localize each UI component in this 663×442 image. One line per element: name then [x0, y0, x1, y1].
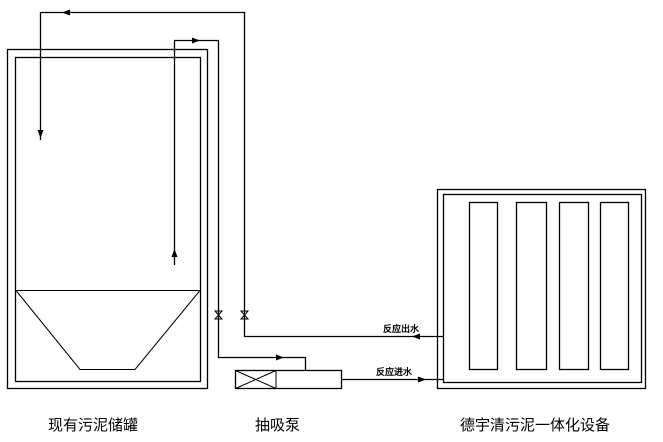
pump-label: 抽吸泵: [255, 416, 301, 434]
arrow-left-icon: [412, 333, 420, 340]
reaction-outlet-label: 反应出水: [383, 325, 420, 335]
arrow-down-icon: [37, 130, 44, 138]
integrated-sludge-equipment: [436, 188, 647, 390]
arrow-right-icon: [418, 376, 426, 383]
tank-hopper: [15, 290, 201, 370]
arrow-right-icon: [276, 354, 284, 361]
equipment-label: 德宇清污泥一体化设备: [460, 416, 611, 434]
valve-icon: [213, 310, 224, 320]
arrow-up-icon: [171, 249, 178, 257]
suction-pipe: [173, 39, 307, 370]
reaction-outlet-pipe: [39, 11, 443, 338]
reaction-inlet-label: 反应进水: [376, 368, 413, 378]
tank-label: 现有污泥储罐: [48, 416, 139, 434]
sludge-storage-tank: [6, 48, 209, 390]
arrow-left-icon: [62, 9, 70, 16]
suction-pump: [234, 369, 343, 390]
valve-icon: [239, 310, 250, 320]
arrow-right-icon: [192, 37, 200, 44]
